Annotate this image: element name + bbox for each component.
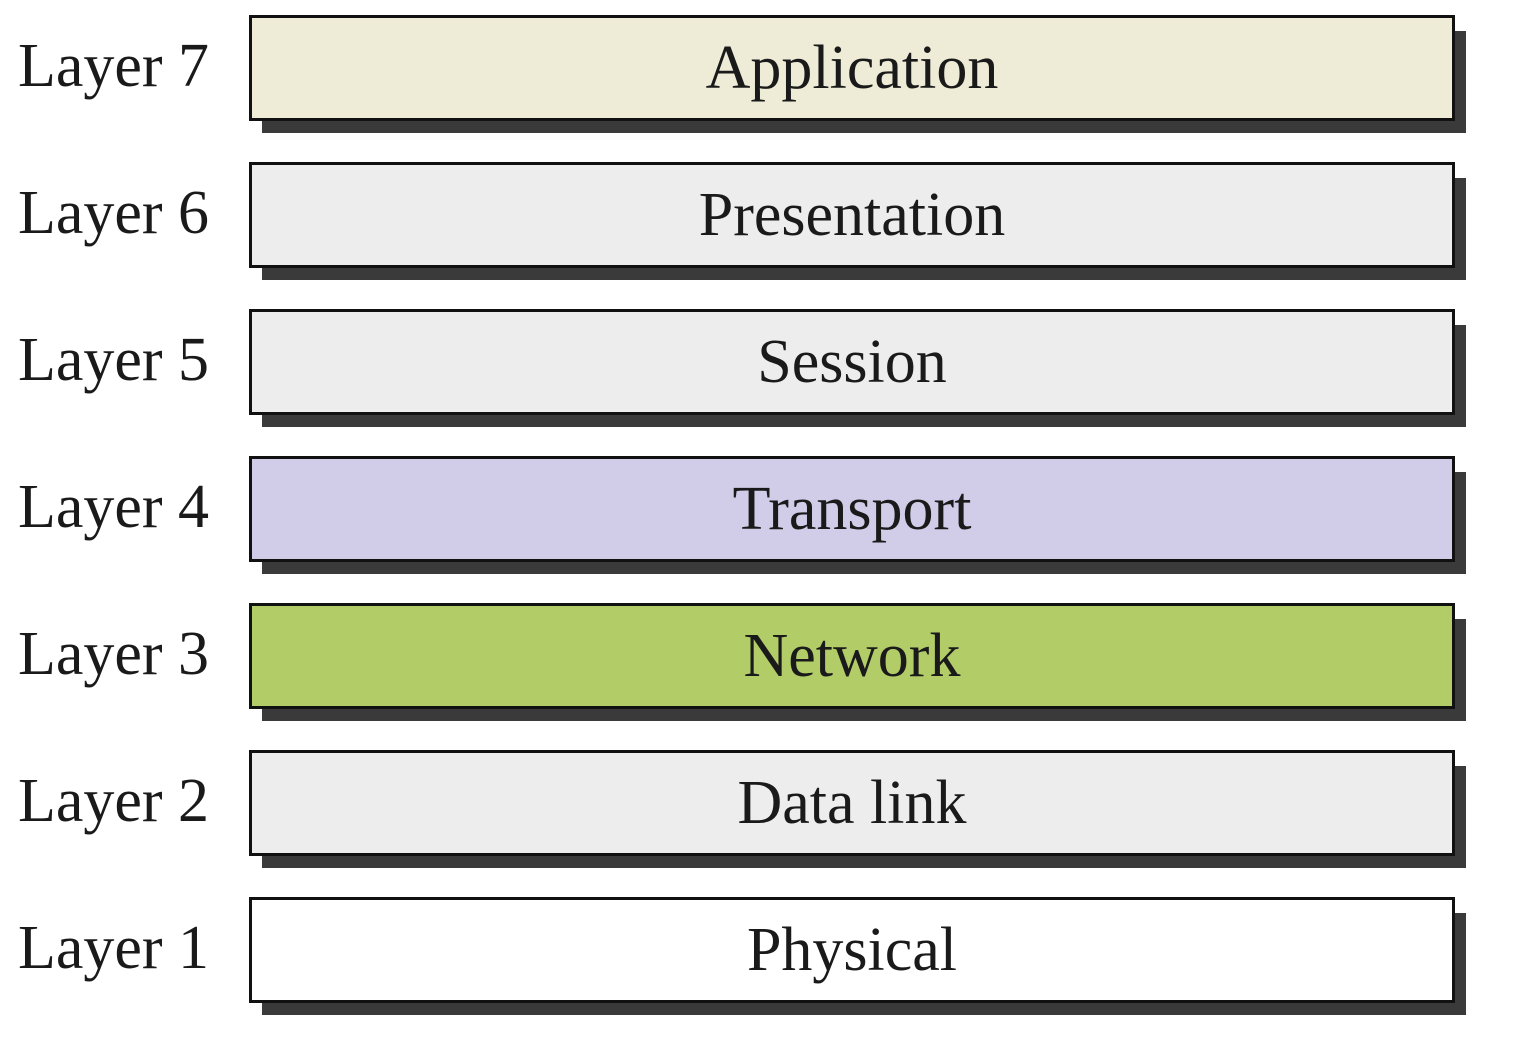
layer-name: Transport xyxy=(732,475,972,543)
layer-number-label: Layer 3 xyxy=(18,620,210,688)
layer-box-application: Application xyxy=(249,15,1455,121)
layer-number-label: Layer 5 xyxy=(18,326,210,394)
layer-number-label: Layer 7 xyxy=(18,32,210,100)
layer-number-label: Layer 6 xyxy=(18,179,210,247)
layer-name: Network xyxy=(743,622,961,690)
layer-row-4: Layer 4 Transport xyxy=(0,456,1534,574)
layer-name: Application xyxy=(705,34,999,102)
layer-name: Presentation xyxy=(698,181,1006,249)
layer-number-label: Layer 2 xyxy=(18,767,210,835)
layer-box-physical: Physical xyxy=(249,897,1455,1003)
layer-name: Session xyxy=(757,328,947,396)
layer-box-transport: Transport xyxy=(249,456,1455,562)
layer-number-label: Layer 1 xyxy=(18,914,210,982)
layer-row-6: Layer 6 Presentation xyxy=(0,162,1534,280)
layer-row-5: Layer 5 Session xyxy=(0,309,1534,427)
layer-row-3: Layer 3 Network xyxy=(0,603,1534,721)
layer-name: Data link xyxy=(737,769,967,837)
layer-box-presentation: Presentation xyxy=(249,162,1455,268)
layer-name: Physical xyxy=(746,916,958,984)
layer-row-1: Layer 1 Physical xyxy=(0,897,1534,1015)
layer-number-label: Layer 4 xyxy=(18,473,210,541)
layer-box-data-link: Data link xyxy=(249,750,1455,856)
layer-row-7: Layer 7 Application xyxy=(0,15,1534,133)
layer-box-session: Session xyxy=(249,309,1455,415)
layer-box-network: Network xyxy=(249,603,1455,709)
layer-row-2: Layer 2 Data link xyxy=(0,750,1534,868)
